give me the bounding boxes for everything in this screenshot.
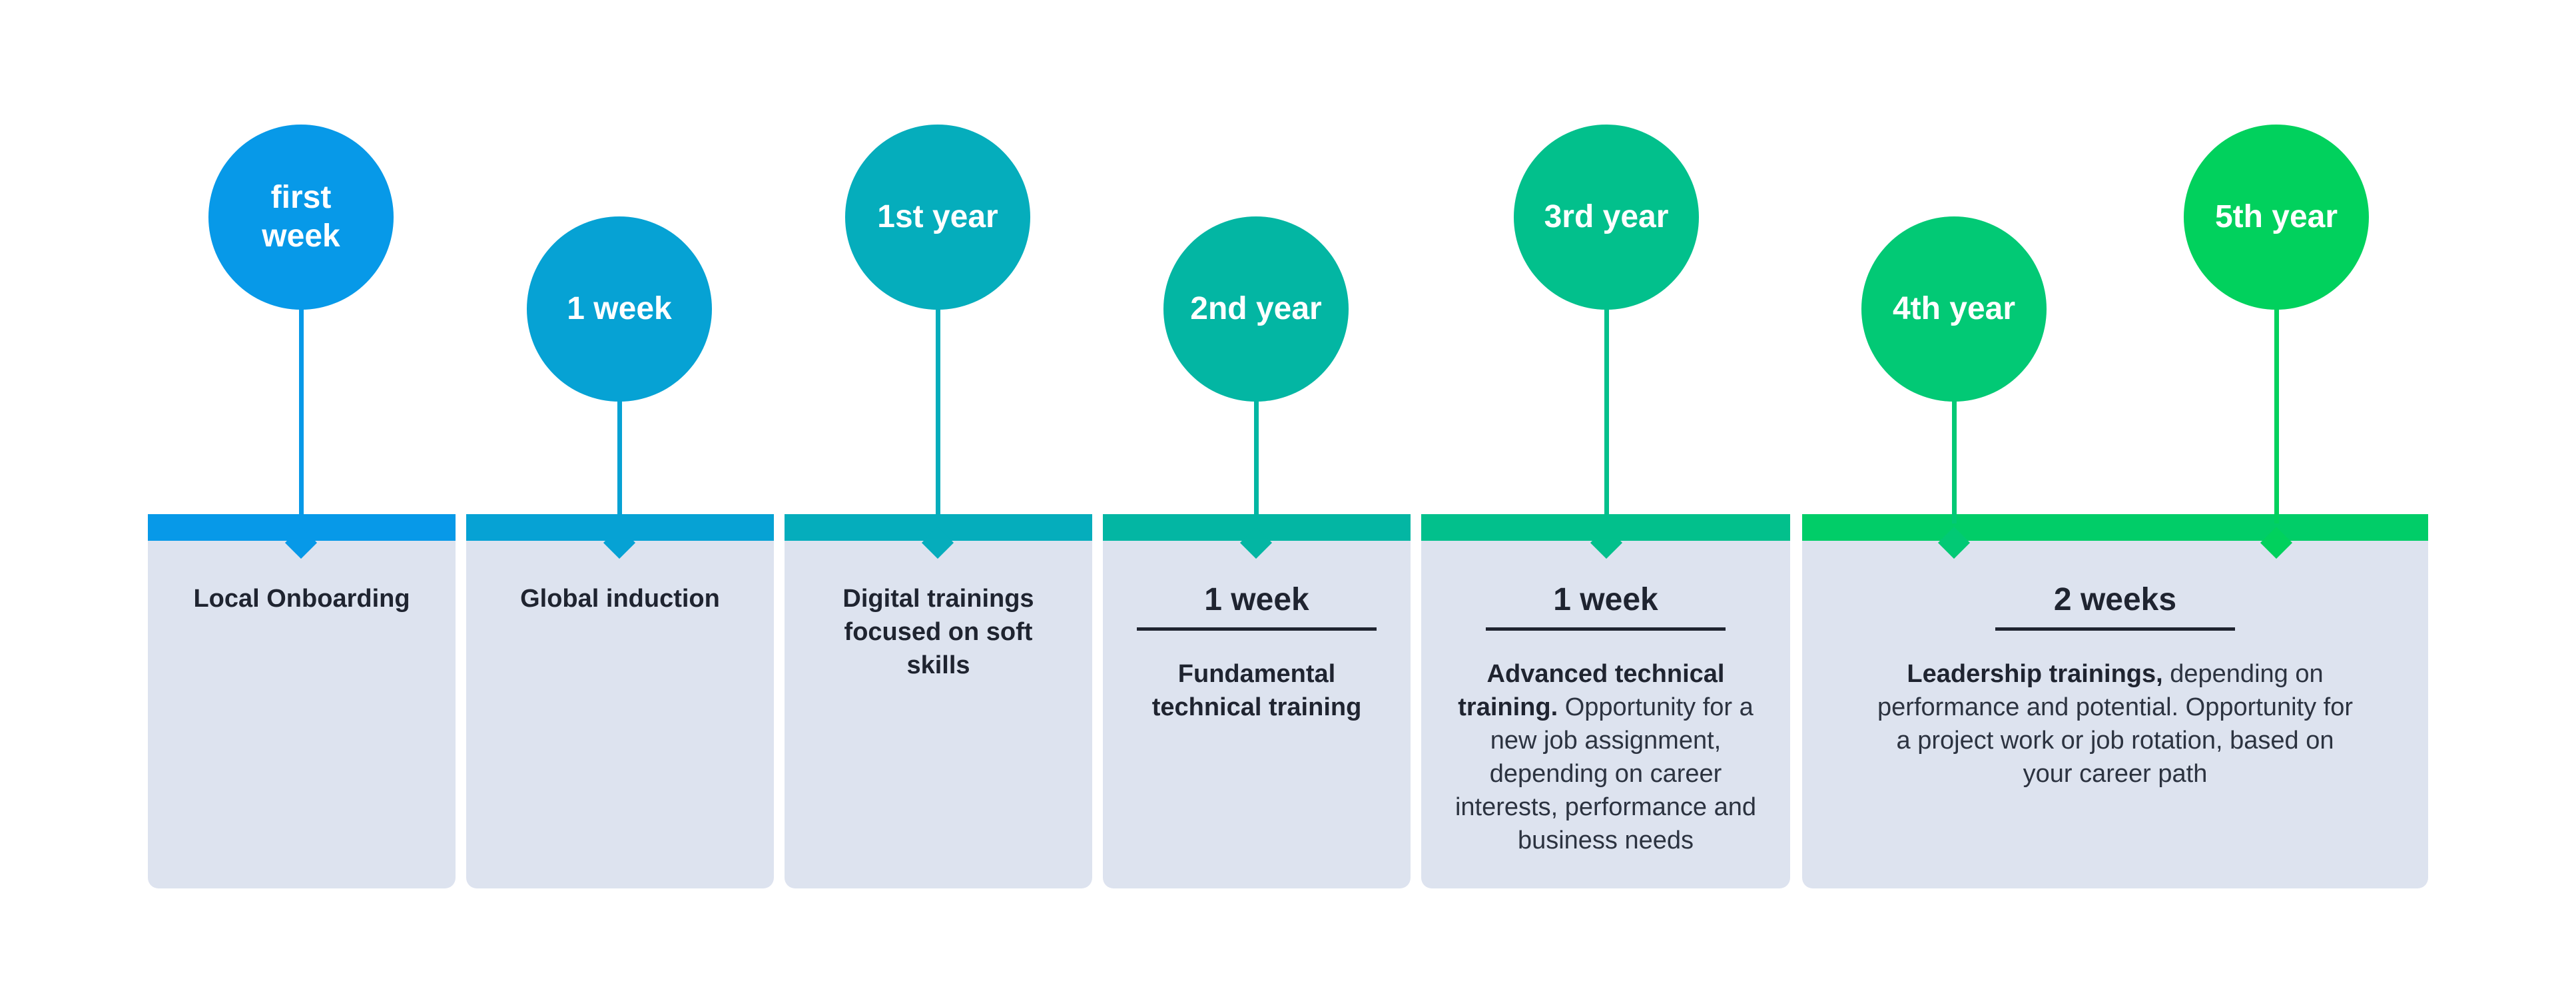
milestone-label: 1st year: [877, 199, 998, 234]
milestone-circle: 5th year: [2184, 125, 2369, 310]
card-title: Leadership trainings,: [1907, 660, 2163, 688]
card-duration: 2 weeks: [1995, 582, 2235, 631]
card-title: Global induction: [520, 585, 720, 613]
timeline-connector: [935, 308, 940, 523]
card-description: Global induction: [493, 582, 747, 615]
milestone-circle: 2nd year: [1163, 216, 1349, 402]
card-color-bar: [1802, 514, 2428, 541]
timeline-card: Digital trainings focused on soft skills: [785, 514, 1092, 888]
card-detail: depending on performance and potential. …: [1877, 660, 2353, 788]
card-description: Local Onboarding: [174, 582, 429, 615]
timeline-connector: [1253, 400, 1259, 523]
timeline-connector: [1604, 308, 1609, 523]
card-title: Fundamental technical training: [1151, 660, 1362, 721]
milestone-label: 3rd year: [1544, 199, 1669, 234]
card-description: Digital trainings focused on soft skills: [831, 582, 1046, 682]
milestone-circle: 4th year: [1861, 216, 2047, 402]
milestone-label: first week: [262, 180, 340, 254]
card-title: Local Onboarding: [193, 585, 410, 613]
milestone-circle: 3rd year: [1514, 125, 1699, 310]
card-title: Advanced technical training.: [1458, 660, 1725, 721]
card-duration: 1 week: [1486, 582, 1726, 631]
card-detail: Opportunity for a new job assignment, de…: [1454, 693, 1756, 854]
milestone-label: 5th year: [2214, 199, 2338, 234]
timeline-connector: [2274, 308, 2279, 523]
milestone-label: 1 week: [567, 291, 672, 326]
card-duration: 1 week: [1137, 582, 1377, 631]
milestone-circle: 1st year: [845, 125, 1030, 310]
milestone-label: 2nd year: [1190, 291, 1322, 326]
card-title: Digital trainings focused on soft skills: [842, 585, 1034, 679]
timeline-connector: [617, 400, 622, 523]
timeline-connector: [1951, 400, 1957, 523]
timeline-card: Local Onboarding: [148, 514, 456, 888]
timeline-card: Global induction: [466, 514, 774, 888]
timeline-connector: [298, 308, 304, 523]
milestone-circle: 1 week: [527, 216, 712, 402]
milestone-circle: first week: [208, 125, 394, 310]
milestone-label: 4th year: [1892, 291, 2016, 326]
